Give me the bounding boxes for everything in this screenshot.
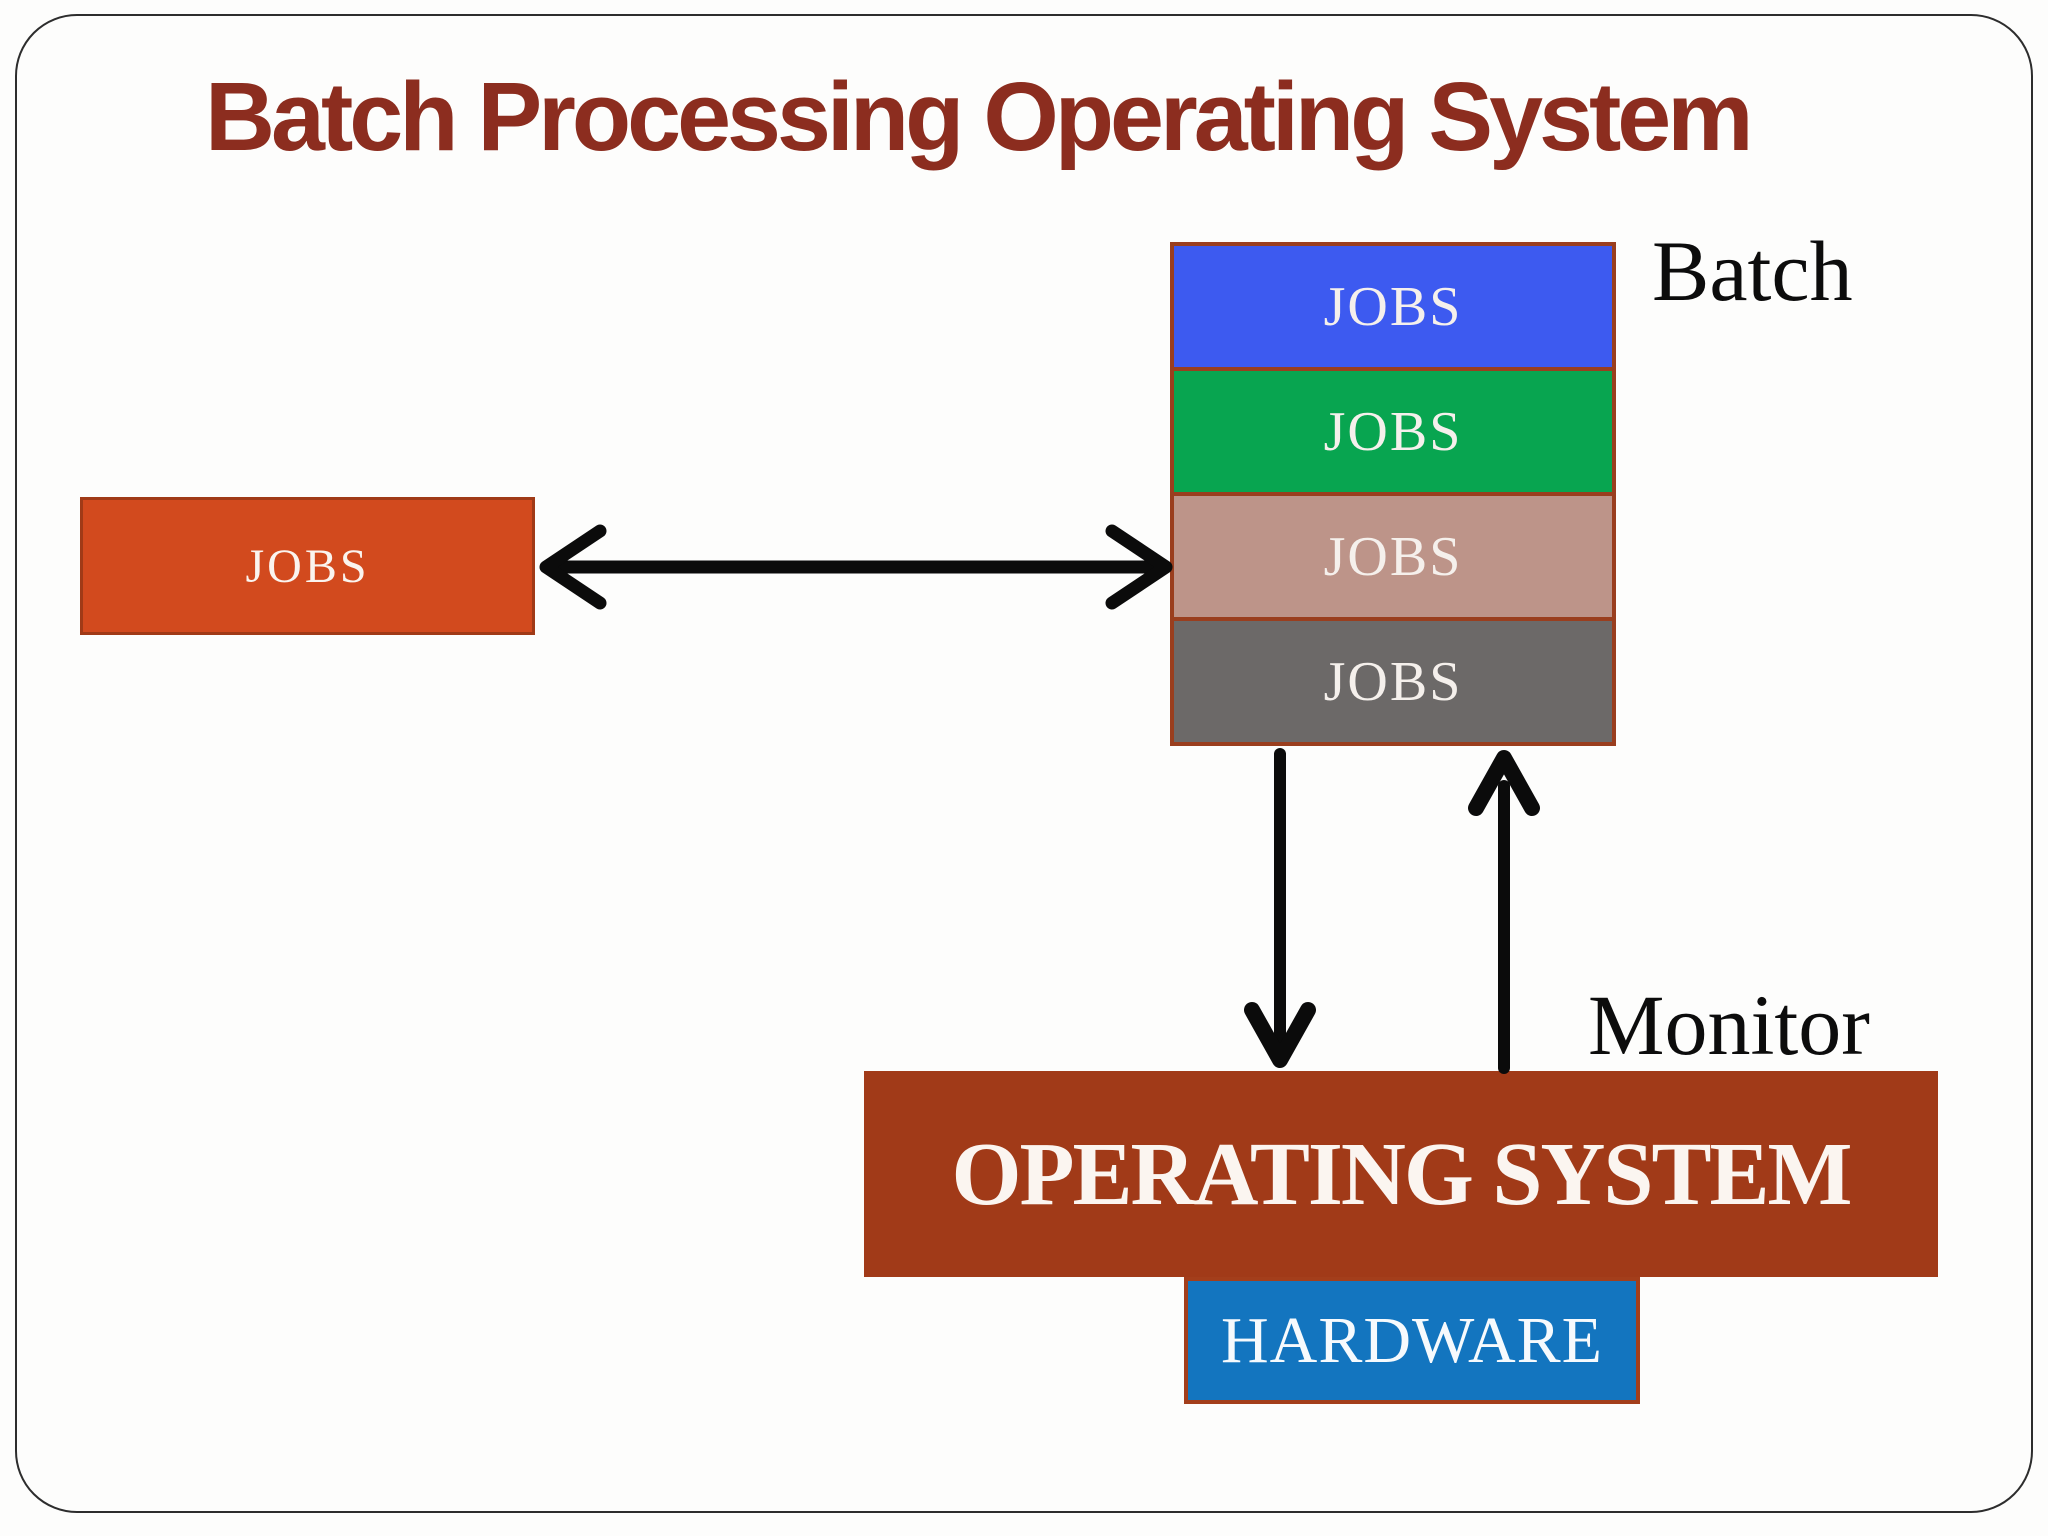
batch-job-slot-4-label: JOBS (1323, 650, 1463, 713)
batch-job-slot-1: JOBS (1170, 242, 1616, 371)
jobs-input-label: JOBS (245, 539, 370, 593)
hardware-box: HARDWARE (1184, 1277, 1640, 1404)
batch-job-slot-3-label: JOBS (1323, 525, 1463, 588)
batch-job-slot-3: JOBS (1170, 492, 1616, 621)
slide-title: Batch Processing Operating System (205, 62, 1753, 171)
slide-border (15, 14, 2033, 1513)
hardware-label: HARDWARE (1221, 1303, 1603, 1377)
batch-job-slot-2: JOBS (1170, 367, 1616, 496)
batch-job-slot-1-label: JOBS (1323, 275, 1463, 338)
monitor-label: Monitor (1588, 977, 1870, 1073)
batch-job-slot-4: JOBS (1170, 617, 1616, 746)
operating-system-box: OPERATING SYSTEM (864, 1071, 1938, 1277)
jobs-input-box: JOBS (80, 497, 535, 635)
batch-job-slot-2-label: JOBS (1323, 400, 1463, 463)
batch-label: Batch (1652, 223, 1853, 319)
batch-stack: JOBS JOBS JOBS JOBS (1170, 242, 1616, 746)
operating-system-label: OPERATING SYSTEM (951, 1124, 1853, 1224)
